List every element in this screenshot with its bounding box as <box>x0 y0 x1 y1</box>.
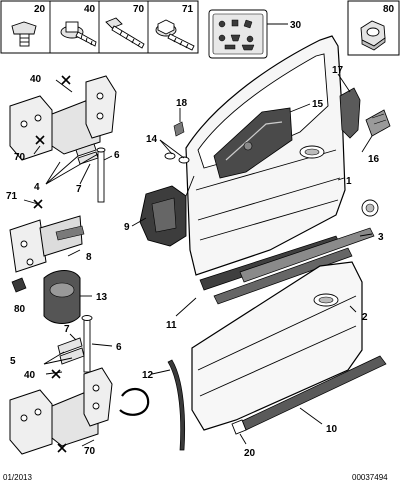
door-check-strap <box>9 215 85 273</box>
clip-lower <box>231 419 247 435</box>
callout-70-upper: 70 <box>14 152 26 163</box>
callout-12: 12 <box>142 370 154 381</box>
callout-6-lower: 6 <box>116 342 122 353</box>
callout-4: 4 <box>34 182 40 193</box>
long-bolt-icon <box>105 17 145 49</box>
callout-40-lower: 40 <box>24 370 36 381</box>
callout-1: 1 <box>346 176 352 187</box>
rubber-clip <box>361 199 379 217</box>
callout-7-upper: 7 <box>76 184 82 195</box>
clip-kit: 30 <box>208 9 302 59</box>
flange-screw-icon <box>60 21 97 47</box>
clip-kit-label: 30 <box>290 20 302 31</box>
fastener-box: 20 40 70 71 <box>0 0 199 54</box>
callout-20: 20 <box>244 448 256 459</box>
clip-icon <box>11 21 37 47</box>
callout-6-upper: 6 <box>114 150 120 161</box>
door-lock <box>139 175 195 247</box>
vertical-seal <box>167 359 186 451</box>
lower-hinge <box>9 315 113 455</box>
nut-small <box>11 277 27 293</box>
fastener-label-20: 20 <box>34 4 46 15</box>
callout-14: 14 <box>146 134 158 145</box>
callout-8: 8 <box>86 252 92 263</box>
callout-9: 9 <box>124 222 130 233</box>
callout-17: 17 <box>332 65 344 76</box>
x-markers <box>33 75 71 453</box>
callout-13: 13 <box>96 292 108 303</box>
callout-labels: 17 18 15 14 16 40 70 4 6 7 71 1 3 8 13 8… <box>6 65 384 459</box>
callout-18: 18 <box>176 98 188 109</box>
nut-box-label: 80 <box>383 4 395 15</box>
callout-70-lower: 70 <box>84 446 96 457</box>
nut-box: 80 <box>347 0 400 56</box>
callout-7-lower: 7 <box>64 324 70 335</box>
door-skin <box>191 261 363 431</box>
callout-40-upper: 40 <box>30 74 42 85</box>
upper-hinge <box>9 75 117 203</box>
callout-16: 16 <box>368 154 380 165</box>
footer-date: 01/2013 <box>3 473 32 482</box>
moulding-strip <box>239 227 375 283</box>
fastener-label-40: 40 <box>84 4 96 15</box>
callout-2: 2 <box>362 312 368 323</box>
window-regulator <box>213 107 293 179</box>
callout-11: 11 <box>166 320 177 331</box>
nut-icon <box>360 20 386 51</box>
fastener-label-71: 71 <box>182 4 194 15</box>
callout-3: 3 <box>378 232 384 243</box>
mirror-bracket <box>339 87 391 139</box>
callout-80: 80 <box>14 304 26 315</box>
callout-5: 5 <box>10 356 16 367</box>
footer-ref: 00037494 <box>352 473 388 482</box>
hex-bolt-icon <box>155 19 195 51</box>
small-clips <box>164 121 190 164</box>
leader-lines <box>23 73 373 447</box>
loop-seal <box>119 387 150 416</box>
callout-71: 71 <box>6 191 18 202</box>
callout-15: 15 <box>312 99 324 110</box>
grommet <box>43 270 81 324</box>
fastener-label-70: 70 <box>133 4 145 15</box>
callout-10: 10 <box>326 424 338 435</box>
